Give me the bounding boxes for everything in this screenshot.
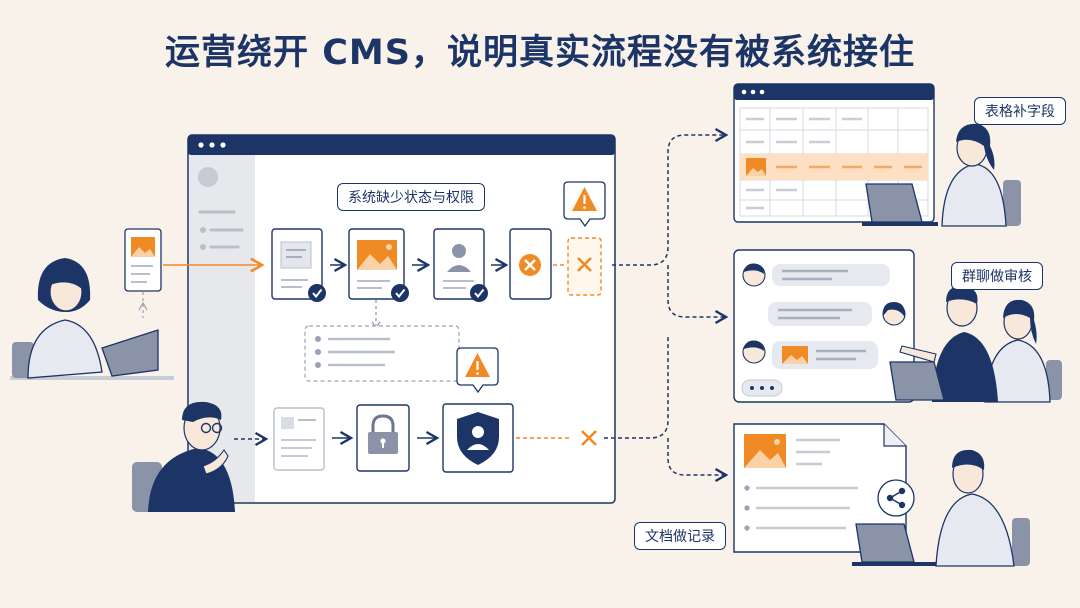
document-window bbox=[733, 423, 907, 553]
step-image bbox=[348, 228, 410, 303]
check-icon bbox=[390, 283, 410, 303]
lock-icon bbox=[356, 404, 410, 472]
check-icon bbox=[307, 283, 327, 303]
branch-arrows bbox=[604, 127, 729, 483]
step-document bbox=[271, 228, 327, 303]
spreadsheet-worker bbox=[862, 123, 1021, 227]
share-icon bbox=[877, 479, 915, 517]
chat-reviewers bbox=[889, 285, 1062, 403]
laptop-icon bbox=[855, 523, 915, 563]
shield-user-icon bbox=[442, 403, 514, 473]
warning-icon bbox=[563, 181, 606, 228]
step-profile bbox=[273, 407, 325, 471]
laptop-icon bbox=[889, 361, 945, 401]
operator-man bbox=[132, 401, 235, 512]
options-panel bbox=[304, 325, 460, 382]
document-label: 文档做记录 bbox=[634, 522, 726, 550]
laptop-icon bbox=[101, 329, 159, 377]
avatar bbox=[198, 167, 218, 187]
step-user bbox=[433, 228, 489, 303]
spreadsheet-label: 表格补字段 bbox=[974, 97, 1066, 125]
step-missing bbox=[567, 237, 602, 296]
group-chat-label: 群聊做审核 bbox=[951, 262, 1043, 290]
x-mark-icon bbox=[577, 257, 592, 272]
step-error bbox=[509, 228, 552, 300]
user-icon bbox=[452, 244, 466, 258]
page-title: 运营绕开 CMS，说明真实流程没有被系统接住 bbox=[165, 33, 915, 73]
laptop-icon bbox=[865, 183, 923, 223]
warning-icon bbox=[456, 347, 499, 394]
chat-window bbox=[733, 249, 915, 403]
operator-woman bbox=[10, 228, 174, 380]
document-worker bbox=[852, 449, 1030, 567]
x-mark-icon bbox=[581, 430, 597, 446]
system-gap-label: 系统缺少状态与权限 bbox=[337, 183, 485, 211]
check-icon bbox=[469, 283, 489, 303]
